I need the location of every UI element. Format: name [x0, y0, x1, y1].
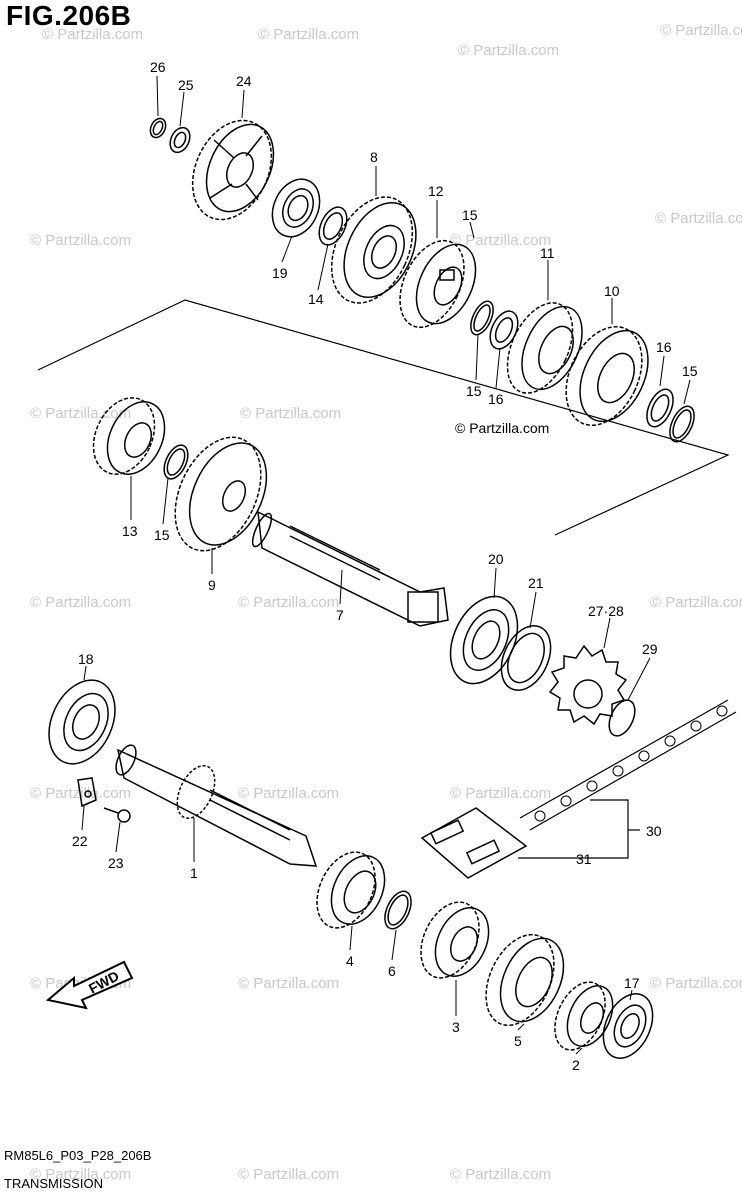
watermark: © Partzilla.com — [660, 22, 742, 39]
part-14-washer — [318, 206, 348, 246]
part-13-gear — [92, 397, 166, 475]
watermark: © Partzilla.com — [238, 785, 340, 802]
watermark: © Partzilla.com — [30, 594, 132, 611]
part-2-gear — [554, 981, 614, 1051]
group-outline — [37, 299, 730, 536]
callout-12: 12 — [428, 183, 444, 199]
part-4-gear — [316, 851, 386, 929]
callout-31: 31 — [576, 851, 592, 867]
chain-rollers — [534, 705, 728, 822]
callout-6: 6 — [388, 963, 396, 979]
watermark: © Partzilla.com — [655, 210, 742, 227]
callout-20: 20 — [488, 551, 504, 567]
watermark: © Partzilla.com — [458, 42, 560, 59]
callout-30: 30 — [646, 823, 662, 839]
callout-15: 15 — [154, 527, 170, 543]
callout-2: 2 — [572, 1057, 580, 1073]
part-29-circlip — [608, 699, 636, 737]
watermark: © Partzilla.com — [30, 405, 132, 422]
part-3-gear — [420, 901, 490, 979]
watermark: © Partzilla.com — [450, 1166, 552, 1183]
diagram-name: TRANSMISSION — [4, 1176, 103, 1191]
watermark: © Partzilla.com — [258, 26, 360, 43]
callout-5: 5 — [514, 1033, 522, 1049]
part-18-bearing — [48, 679, 116, 765]
part-15-circlip — [163, 444, 189, 480]
callout-4: 4 — [346, 953, 354, 969]
part-6-circlip — [384, 890, 412, 930]
part-20-bearing — [449, 595, 519, 685]
part-8-gear — [330, 196, 417, 304]
callout-11: 11 — [540, 245, 555, 261]
watermark-dark: © Partzilla.com — [455, 420, 550, 436]
callout-1: 1 — [190, 865, 198, 881]
watermark: © Partzilla.com — [238, 1166, 340, 1183]
part-21-oil-seal — [500, 625, 552, 691]
callout-10: 10 — [604, 283, 620, 299]
callout-22: 22 — [72, 833, 88, 849]
callout-8: 8 — [370, 149, 378, 165]
callout-24: 24 — [236, 73, 252, 89]
part-30-chain — [519, 699, 737, 831]
part-19-bearing — [271, 178, 321, 238]
callout-16: 16 — [488, 391, 504, 407]
watermark: © Partzilla.com — [30, 1166, 132, 1183]
callout-27-28: 27·28 — [588, 603, 624, 619]
watermark: © Partzilla.com — [450, 232, 552, 249]
callout-15: 15 — [466, 383, 482, 399]
callout-26: 26 — [150, 59, 166, 75]
callout-16: 16 — [656, 339, 672, 355]
watermark: © Partzilla.com — [238, 975, 340, 992]
part-27-28-sprocket — [548, 644, 628, 726]
part-23-screw — [103, 807, 131, 823]
watermark: © Partzilla.com — [238, 594, 340, 611]
part-9-gear — [174, 436, 268, 552]
part-10-gear — [565, 325, 649, 427]
part-15-circlip — [669, 405, 695, 443]
leader-bracket — [518, 799, 629, 859]
part-1-driveshaft — [115, 744, 318, 867]
diagram-code: RM85L6_P03_P28_206B — [4, 1148, 152, 1163]
watermark: © Partzilla.com — [30, 232, 132, 249]
part-31-chain-joint — [420, 807, 528, 879]
callout-7: 7 — [336, 607, 344, 623]
part-12-gear — [399, 239, 477, 329]
part-15-circlip — [470, 300, 494, 336]
callout-18: 18 — [78, 651, 94, 667]
callout-25: 25 — [178, 77, 194, 93]
callout-3: 3 — [452, 1019, 460, 1035]
watermark: © Partzilla.com — [650, 975, 742, 992]
callout-19: 19 — [272, 265, 288, 281]
callout-14: 14 — [308, 291, 324, 307]
part-16-washer — [646, 388, 674, 428]
callout-13: 13 — [122, 523, 138, 539]
part-26-circlip — [149, 117, 167, 139]
part-11-gear — [506, 302, 583, 394]
callout-17: 17 — [624, 975, 640, 991]
callout-9: 9 — [208, 577, 216, 593]
watermark: © Partzilla.com — [450, 785, 552, 802]
callout-29: 29 — [642, 641, 658, 657]
part-25-washer — [169, 126, 191, 154]
part-24-gear — [191, 119, 275, 221]
watermark: © Partzilla.com — [650, 594, 742, 611]
callout-23: 23 — [108, 855, 124, 871]
watermark: © Partzilla.com — [42, 26, 144, 43]
fwd-arrow-icon — [45, 960, 134, 1010]
leader-lines — [81, 75, 691, 1055]
watermark: © Partzilla.com — [240, 405, 342, 422]
callout-21: 21 — [528, 575, 544, 591]
figure-title: FIG.206B — [6, 0, 132, 31]
part-5-gear — [485, 933, 565, 1027]
callout-15: 15 — [462, 207, 478, 223]
part-17-bearing — [602, 993, 654, 1059]
part-7-countershaft — [251, 510, 449, 627]
part-22-retainer — [77, 777, 97, 808]
callout-15: 15 — [682, 363, 698, 379]
